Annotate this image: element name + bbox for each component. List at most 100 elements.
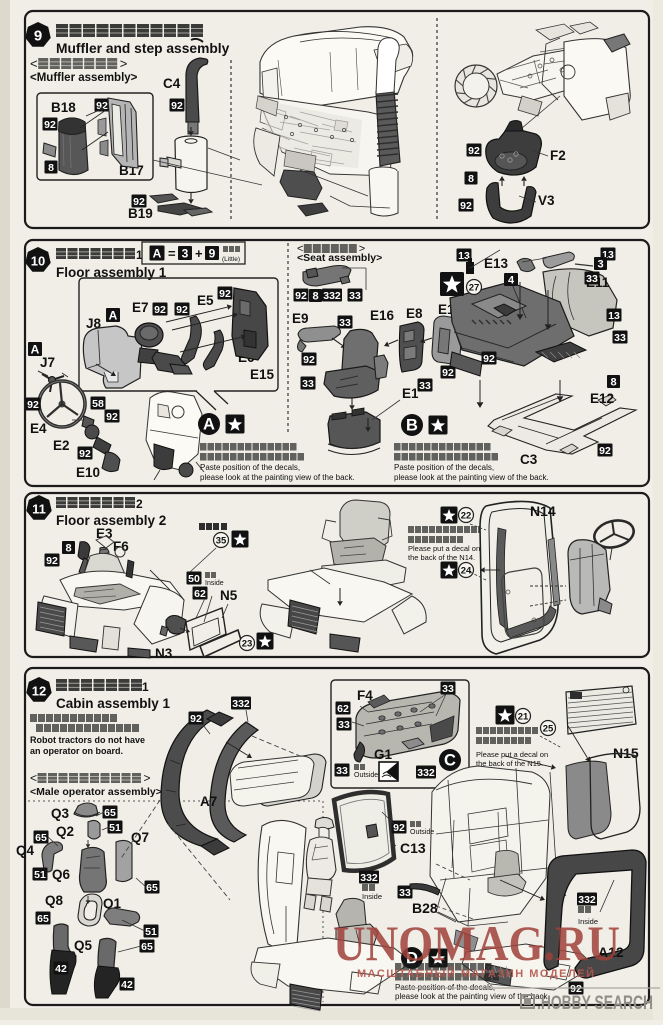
svg-text:92: 92 [133, 196, 145, 208]
svg-text:35: 35 [216, 535, 227, 546]
svg-text:B28: B28 [412, 900, 438, 916]
svg-text:Q2: Q2 [56, 824, 74, 839]
svg-text:<: < [30, 56, 38, 71]
svg-text:Robot tractors do not have: Robot tractors do not have [30, 735, 145, 745]
svg-text:Inside: Inside [205, 580, 224, 587]
svg-text:E10: E10 [76, 465, 100, 480]
svg-text:J7: J7 [40, 355, 55, 370]
svg-text:Cabin assembly 1: Cabin assembly 1 [56, 696, 171, 711]
svg-text:please look at the painting vi: please look at the painting view of the … [200, 473, 355, 482]
svg-text:62: 62 [337, 703, 349, 715]
svg-text:332: 332 [417, 767, 435, 779]
svg-text:92: 92 [96, 100, 108, 112]
svg-text:11: 11 [32, 502, 46, 517]
svg-text:13: 13 [608, 310, 620, 322]
svg-text:92: 92 [46, 555, 58, 567]
svg-text:62: 62 [194, 588, 206, 600]
svg-text:Outside: Outside [410, 829, 434, 836]
svg-text:Please put a decal on: Please put a decal on [408, 544, 480, 553]
svg-text:E1: E1 [402, 386, 419, 401]
svg-text:92: 92 [44, 119, 56, 131]
svg-text:<Seat assembly>: <Seat assembly> [297, 252, 382, 264]
svg-text:1: 1 [142, 680, 149, 694]
svg-text:33: 33 [614, 332, 626, 344]
svg-text:Floor assembly 1: Floor assembly 1 [56, 265, 167, 280]
svg-text:Q1: Q1 [103, 896, 122, 911]
svg-text:58: 58 [92, 398, 104, 410]
svg-text:65: 65 [35, 832, 47, 844]
svg-text:an operator on board.: an operator on board. [30, 746, 123, 756]
svg-text:Please put a decal on: Please put a decal on [476, 750, 548, 759]
svg-text:332: 332 [578, 894, 596, 906]
svg-text:B19: B19 [128, 206, 153, 221]
svg-text:332: 332 [232, 698, 250, 710]
svg-text:>: > [120, 56, 128, 71]
svg-text:Inside: Inside [362, 892, 382, 901]
svg-text:C: C [444, 751, 456, 769]
svg-text:92: 92 [154, 304, 166, 316]
svg-text:Q5: Q5 [74, 938, 93, 953]
svg-text:E5: E5 [197, 293, 214, 308]
svg-text:33: 33 [442, 683, 454, 695]
svg-text:8: 8 [610, 377, 616, 389]
svg-text:42: 42 [55, 963, 67, 975]
svg-text:B18: B18 [51, 100, 76, 115]
svg-text:Q8: Q8 [45, 893, 64, 908]
svg-text:92: 92 [79, 448, 91, 460]
svg-text:Muffler and step assembly: Muffler and step assembly [56, 41, 230, 56]
svg-text:25: 25 [543, 723, 554, 734]
svg-text:92: 92 [106, 411, 118, 423]
svg-text:92: 92 [303, 354, 315, 366]
svg-text:51: 51 [34, 869, 46, 881]
svg-text:N14: N14 [530, 503, 556, 519]
svg-text:8: 8 [312, 291, 318, 303]
svg-text:E2: E2 [53, 438, 70, 453]
svg-text:12: 12 [32, 684, 46, 699]
svg-text:Q3: Q3 [51, 806, 70, 821]
svg-text:22: 22 [461, 510, 472, 521]
svg-text:33: 33 [339, 317, 351, 329]
svg-text:9: 9 [34, 28, 42, 45]
svg-text:A7: A7 [200, 794, 217, 809]
svg-text:33: 33 [338, 719, 350, 731]
svg-text:<: < [30, 771, 37, 785]
svg-text:.HOBBY SEARCH: .HOBBY SEARCH [537, 993, 653, 1014]
svg-text:92: 92 [599, 445, 611, 457]
svg-text:33: 33 [336, 765, 348, 777]
svg-text:1: 1 [136, 248, 143, 262]
svg-text:21: 21 [518, 711, 529, 722]
svg-text:65: 65 [146, 882, 158, 894]
svg-text:13: 13 [458, 250, 470, 262]
svg-text:E3: E3 [96, 526, 113, 541]
svg-text:A12: A12 [598, 944, 624, 960]
svg-text:Q4: Q4 [16, 843, 35, 858]
svg-text:27: 27 [469, 282, 480, 293]
svg-text:the back of the N15.: the back of the N15. [476, 759, 543, 768]
svg-text:МАСШТАБНЫЙ МАГАЗИН МОДЕЛЕЙ: МАСШТАБНЫЙ МАГАЗИН МОДЕЛЕЙ [357, 967, 595, 980]
svg-text:F2: F2 [550, 148, 566, 163]
svg-text:3: 3 [597, 259, 603, 271]
svg-text:A: A [153, 247, 162, 261]
svg-text:8: 8 [48, 162, 54, 174]
svg-text:<Male operator assembly>: <Male operator assembly> [30, 786, 162, 798]
svg-text:Q6: Q6 [52, 867, 71, 882]
svg-text:92: 92 [483, 353, 495, 365]
svg-text:92: 92 [393, 822, 405, 834]
svg-text:+: + [195, 246, 203, 261]
svg-text:23: 23 [242, 638, 253, 649]
svg-text:Inside: Inside [578, 917, 598, 926]
svg-text:33: 33 [586, 273, 598, 285]
svg-text:332: 332 [360, 872, 378, 884]
svg-text:33: 33 [399, 887, 411, 899]
svg-text:Paste position of the decals,: Paste position of the decals, [200, 463, 300, 472]
svg-text:A: A [203, 415, 215, 433]
svg-text:92: 92 [171, 100, 183, 112]
svg-text:G1: G1 [374, 747, 393, 762]
svg-text:Q7: Q7 [131, 830, 149, 845]
svg-text:Outside: Outside [354, 772, 378, 779]
svg-text:33: 33 [349, 290, 361, 302]
svg-text:please look at the painting vi: please look at the painting view of the … [395, 992, 550, 1001]
svg-text:C13: C13 [400, 840, 426, 856]
svg-text:65: 65 [104, 807, 116, 819]
svg-text:please look at the painting vi: please look at the painting view of the … [394, 473, 549, 482]
